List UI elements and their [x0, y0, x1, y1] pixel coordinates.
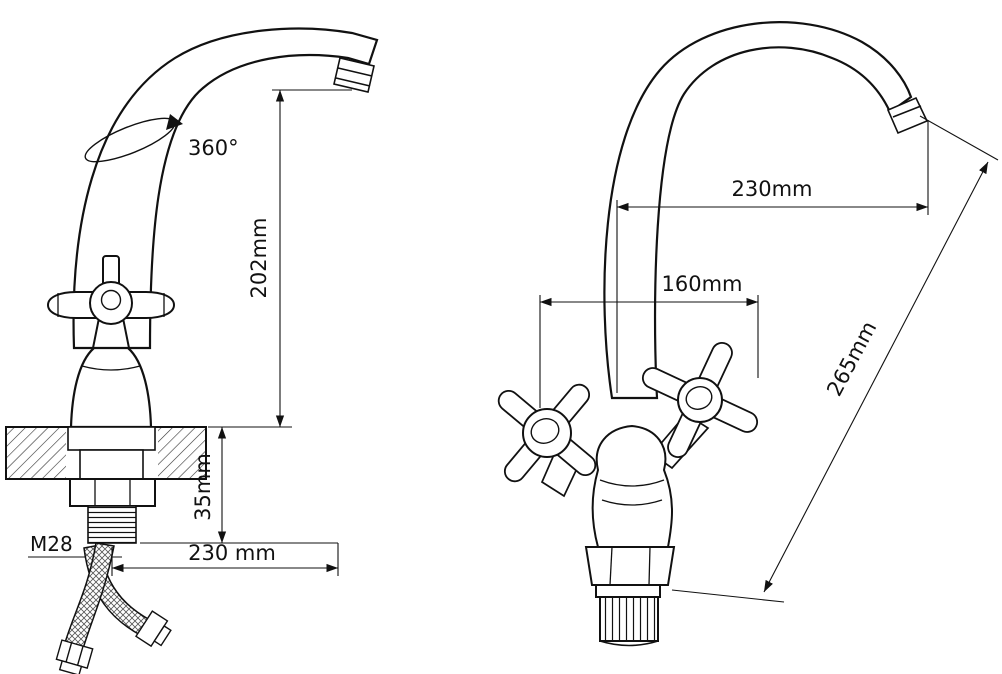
supply-hoses	[55, 542, 172, 674]
dimension-deck-thickness: 35mm	[140, 426, 338, 544]
handle-cap	[685, 386, 713, 410]
locknut	[69, 478, 156, 507]
aerator	[333, 57, 375, 93]
handle-cap	[530, 418, 560, 444]
deck-thickness-label: 35mm	[191, 453, 215, 521]
body-width-label: 160mm	[662, 272, 743, 296]
hex-nut	[584, 546, 676, 586]
rotation-arrow-icon	[166, 114, 183, 130]
mounting-deck	[5, 426, 207, 480]
right-view: 230mm 160mm 265mm	[497, 21, 999, 647]
thread-size-label: M28	[30, 532, 73, 556]
shank-upper	[79, 449, 144, 480]
left-view: 360°	[5, 27, 379, 674]
handle-cross	[46, 255, 176, 349]
rotation-indicator: 360°	[84, 114, 239, 163]
spout-outline	[603, 21, 913, 400]
threaded-shank	[87, 505, 137, 544]
spout-reach-label: 230mm	[732, 177, 813, 201]
aerator	[886, 96, 929, 135]
handle-cross-left	[497, 383, 597, 483]
faucet-body	[69, 346, 153, 429]
spout-outline	[72, 27, 379, 350]
ribbed-nut	[599, 596, 659, 642]
spout-height-label: 202mm	[247, 218, 271, 299]
hose-nut-left	[55, 639, 94, 674]
dimension-body-width: 160mm	[539, 272, 759, 408]
handle-cap	[100, 289, 122, 311]
thread-size: M28	[28, 532, 122, 558]
spout-reach-label: 230 mm	[188, 541, 276, 565]
overall-length-label: 265mm	[822, 317, 881, 400]
handle-cross-right	[641, 341, 759, 459]
dimension-spout-height: 202mm	[208, 89, 352, 428]
dimension-spout-reach: 230 mm	[111, 541, 339, 576]
rotation-label: 360°	[188, 136, 239, 160]
base-flange	[67, 426, 156, 451]
hose-nut-right	[135, 610, 172, 648]
collar	[595, 584, 661, 598]
